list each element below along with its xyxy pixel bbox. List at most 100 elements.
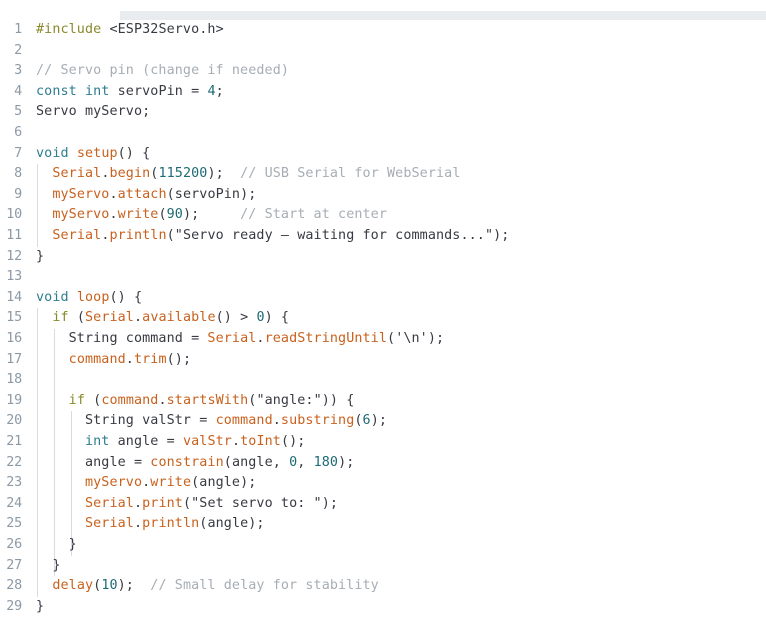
code-line[interactable]: 19 if (command.startsWith("angle:")) { — [0, 390, 766, 412]
editor-top-band — [120, 11, 766, 20]
code-line-text: String command = Serial.readStringUntil(… — [36, 329, 444, 350]
line-number: 9 — [14, 186, 22, 202]
code-line-text: // Servo pin (change if needed) — [36, 61, 289, 82]
code-token: Serial — [84, 495, 134, 511]
code-token: = — [166, 434, 175, 449]
code-line[interactable]: 6 — [0, 123, 766, 144]
code-token: (); — [166, 351, 192, 367]
code-token: } — [36, 557, 61, 573]
code-token: trim — [133, 351, 167, 367]
code-token: "Servo ready — waiting for commands..." — [174, 228, 494, 243]
code-token: ); — [117, 578, 134, 594]
code-line[interactable]: 10 myServo.write(90); // Start at center — [0, 205, 766, 226]
code-token: if — [68, 392, 85, 408]
code-line[interactable]: 12} — [0, 247, 766, 268]
code-token: 4 — [207, 83, 216, 99]
code-token: 180 — [313, 454, 339, 470]
code-token: myServo — [84, 475, 143, 491]
line-number: 22 — [6, 454, 22, 470]
code-line[interactable]: 28 delay(10); // Small delay for stabili… — [0, 576, 766, 597]
code-line[interactable]: 20 String valStr = command.substring(6); — [0, 411, 766, 432]
code-line-text: myServo.write(angle); — [36, 473, 256, 494]
code-token: ); — [321, 495, 339, 511]
code-line[interactable]: 11 Serial.println("Servo ready — waiting… — [0, 226, 766, 247]
line-number: 10 — [6, 207, 22, 223]
code-token: () { — [117, 145, 151, 161]
indent-guide — [37, 390, 38, 412]
code-token: servoPin — [174, 186, 241, 202]
line-number: 24 — [6, 495, 22, 511]
code-line[interactable]: 21 int angle = valStr.toInt(); — [0, 432, 766, 453]
line-number: 21 — [6, 434, 22, 449]
code-line[interactable]: 27 } — [0, 555, 766, 577]
line-number: 20 — [6, 413, 22, 429]
code-line[interactable]: 13 — [0, 267, 766, 288]
code-line[interactable]: 24 Serial.print("Set servo to: "); — [0, 493, 766, 515]
code-token: ; — [215, 83, 224, 99]
code-token: = — [191, 331, 200, 346]
code-token: void — [36, 289, 69, 305]
code-line[interactable]: 29} — [0, 597, 766, 618]
code-line[interactable]: 22 angle = constrain(angle, 0, 180); — [0, 452, 766, 474]
code-token: 10 — [101, 578, 118, 594]
code-token: Serial — [84, 516, 134, 532]
code-token: String command — [36, 331, 192, 346]
code-token — [175, 434, 183, 449]
code-token: ( — [223, 454, 232, 470]
code-token: . — [272, 413, 281, 429]
code-token: ); — [427, 331, 445, 346]
code-token: ); — [338, 454, 355, 470]
code-token: ( — [166, 186, 175, 202]
code-line-text: command.trim(); — [36, 350, 191, 371]
code-line-text: if (Serial.available() > 0) { — [36, 308, 289, 329]
code-token: String valStr — [36, 413, 200, 429]
line-number: 18 — [6, 372, 22, 388]
code-line[interactable]: 9 myServo.attach(servoPin); — [0, 184, 766, 206]
code-token: ); — [248, 516, 265, 532]
indent-guide — [54, 535, 55, 556]
code-line[interactable]: 8 Serial.begin(115200); // USB Serial fo… — [0, 164, 766, 185]
code-line-text: Serial.begin(115200); // USB Serial for … — [36, 164, 460, 185]
code-token: loop — [76, 289, 110, 305]
code-token: )) { — [321, 392, 355, 408]
code-token: myServo — [52, 186, 110, 202]
code-token: available — [142, 310, 216, 326]
code-token — [36, 578, 52, 593]
code-token: ( — [93, 392, 102, 408]
code-token: ); — [240, 186, 257, 202]
code-token: . — [142, 475, 151, 491]
code-token: substring — [280, 413, 355, 429]
code-line[interactable]: 15 if (Serial.available() > 0) { — [0, 308, 766, 329]
code-line[interactable]: 18 — [0, 370, 766, 391]
code-line-text: Serial.println("Servo ready — waiting fo… — [36, 226, 509, 247]
code-line[interactable]: 26 } — [0, 535, 766, 556]
indent-guide — [71, 535, 72, 556]
code-token — [69, 310, 77, 325]
line-number: 12 — [6, 248, 22, 264]
code-token: Serial — [52, 166, 102, 182]
code-line[interactable]: 2 — [0, 41, 766, 62]
indent-guide — [54, 390, 55, 412]
code-token: // Servo pin (change if needed) — [36, 63, 290, 79]
code-line[interactable]: 17 command.trim(); — [0, 349, 766, 371]
code-line-text: delay(10); // Small delay for stability — [36, 576, 379, 597]
code-line[interactable]: 25 Serial.println(angle); — [0, 514, 766, 535]
code-token: . — [231, 434, 241, 449]
code-line[interactable]: 1#include <ESP32Servo.h> — [0, 20, 766, 41]
code-line-text: } — [36, 247, 44, 268]
code-line[interactable]: 3// Servo pin (change if needed) — [0, 61, 766, 82]
code-token: void — [36, 145, 69, 161]
line-number: 15 — [6, 310, 22, 326]
line-number: 27 — [6, 557, 22, 573]
code-token: . — [158, 392, 167, 408]
code-line[interactable]: 23 myServo.write(angle); — [0, 473, 766, 494]
code-token: ( — [354, 413, 363, 429]
code-line[interactable]: 16 String command = Serial.readStringUnt… — [0, 329, 766, 350]
code-token: myServo — [52, 207, 110, 223]
